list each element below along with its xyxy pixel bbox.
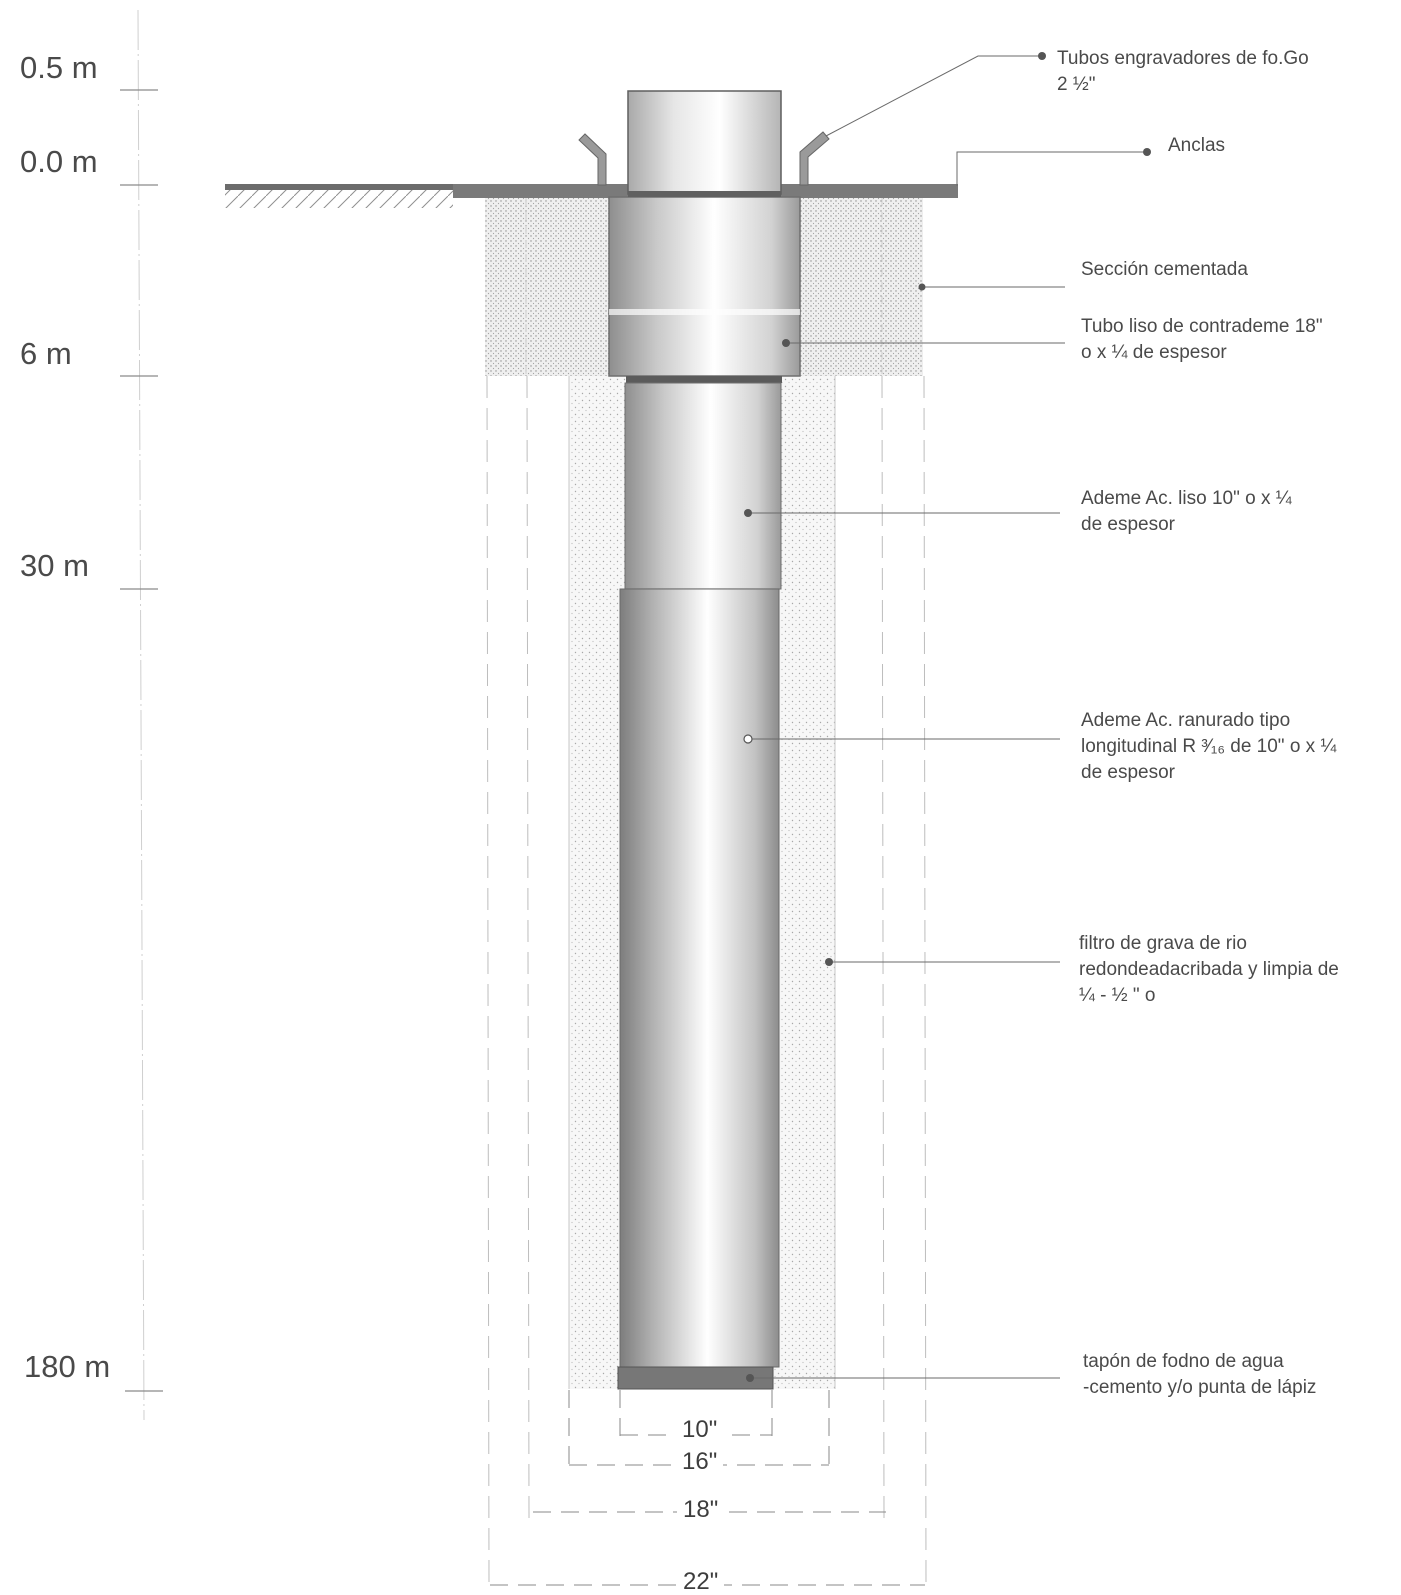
- callout-line: filtro de grava de rio: [1079, 933, 1247, 954]
- dimension-label-22in: 22": [677, 1570, 725, 1594]
- callout-line: Tubo liso de contrademe 18": [1081, 316, 1323, 337]
- callout-line: de espesor: [1081, 762, 1176, 783]
- gravel-feed-tubes: [578, 131, 830, 186]
- callout-ademe-liso: Ademe Ac. liso 10" o x ¼ de espesor: [1081, 486, 1292, 538]
- dimension-label-10in: 10": [676, 1418, 724, 1442]
- casing-top-stub: [627, 90, 782, 197]
- depth-label-6m: 6 m: [20, 336, 72, 371]
- callout-line: longitudinal R ³⁄₁₆ de 10" o x ¼: [1081, 736, 1337, 757]
- depth-scale: [120, 9, 163, 1421]
- callout-line: redondeadacribada y limpia de: [1079, 959, 1339, 980]
- callout-line: -cemento y/o punta de lápiz: [1083, 1377, 1317, 1398]
- leader-lines: [748, 55, 1145, 1379]
- slotted-casing-10in: [619, 588, 780, 1368]
- callout-line: Sección cementada: [1081, 259, 1248, 280]
- callout-tubos-engravadores: Tubos engravadores de fo.Go 2 ½": [1057, 46, 1309, 98]
- callout-line: Tubos engravadores de fo.Go: [1057, 48, 1309, 69]
- dimension-label-18in: 18": [677, 1498, 725, 1522]
- callout-filtro-grava: filtro de grava de rio redondeadacribada…: [1079, 931, 1339, 1009]
- callout-ademe-ranurado: Ademe Ac. ranurado tipo longitudinal R ³…: [1081, 708, 1336, 786]
- depth-label-30m: 30 m: [20, 548, 89, 583]
- callout-line: Ademe Ac. liso 10" o x ¼: [1081, 488, 1292, 509]
- plain-casing-10in: [624, 382, 782, 590]
- callout-line: Anclas: [1168, 135, 1226, 156]
- callout-line: de espesor: [1081, 514, 1176, 535]
- depth-label-0-0m: 0.0 m: [20, 144, 98, 179]
- depth-label-0-5m: 0.5 m: [20, 50, 98, 85]
- callout-tapon-fondo: tapón de fodno de agua -cemento y/o punt…: [1083, 1349, 1316, 1401]
- depth-label-180m: 180 m: [24, 1349, 111, 1384]
- borehole-outlines: [486, 375, 927, 1586]
- callout-seccion-cementada: Sección cementada: [1081, 257, 1248, 283]
- callout-line: ¼ - ½ " o: [1079, 985, 1156, 1006]
- callout-line: o x ¼ de espesor: [1081, 342, 1227, 363]
- callout-line: 2 ½": [1057, 74, 1096, 95]
- callout-anclas: Anclas: [1168, 133, 1225, 159]
- dimension-label-16in: 16": [676, 1450, 724, 1474]
- callout-line: Ademe Ac. ranurado tipo: [1081, 710, 1291, 731]
- leader-dots: [743, 52, 1151, 1382]
- callout-line: tapón de fodno de agua: [1083, 1351, 1284, 1372]
- callout-tubo-liso-contrademe: Tubo liso de contrademe 18" o x ¼ de esp…: [1081, 314, 1323, 366]
- surface-casing-18in: [608, 196, 801, 383]
